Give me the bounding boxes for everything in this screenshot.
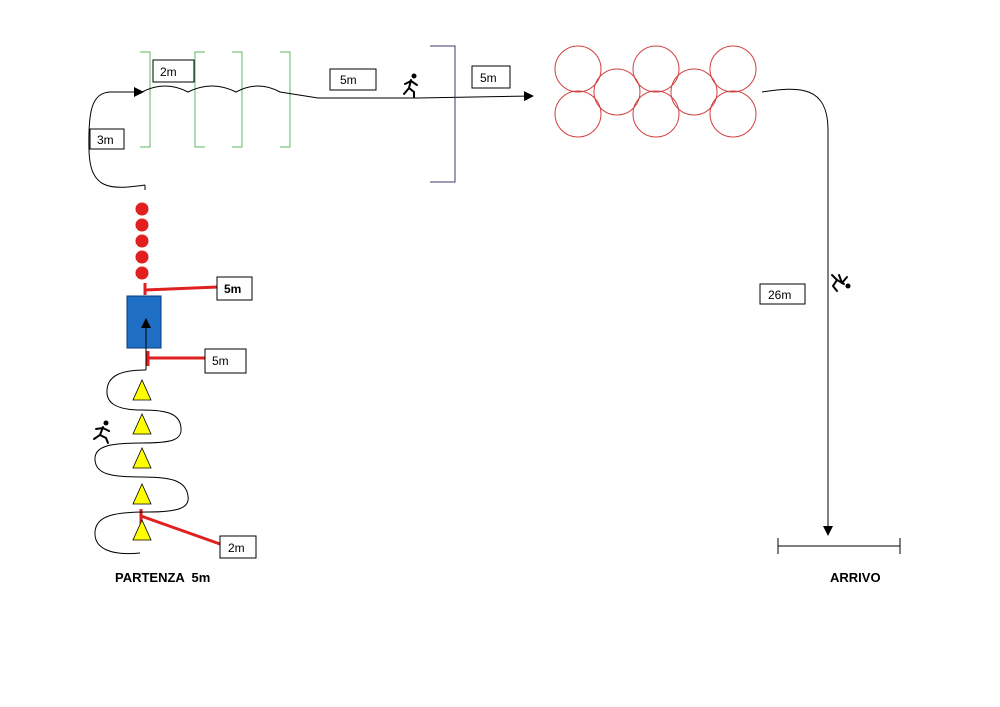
hurdle-4 [280, 51, 291, 148]
gate-bracket [430, 45, 456, 183]
hoop [709, 90, 757, 138]
label-bench-top: 5m [216, 276, 253, 301]
label-top-run-left: 5m [329, 68, 377, 91]
cone [132, 447, 152, 469]
start-caption: PARTENZA 5m [115, 570, 210, 585]
finish-line [777, 538, 901, 554]
hoop [709, 45, 757, 93]
hoop [670, 68, 718, 116]
red-dot [135, 234, 149, 248]
hoops [554, 45, 757, 138]
hoop [554, 90, 602, 138]
label-bench-bottom-text: 5m [212, 354, 229, 368]
finish-caption: ARRIVO [830, 570, 881, 585]
running-person-icon [403, 73, 418, 98]
return-curve-path [88, 87, 146, 188]
cone [132, 483, 152, 505]
running-person-icon [93, 420, 110, 444]
hurdle-1 [140, 51, 151, 148]
label-cones-gap: 2m [219, 535, 257, 559]
label-cones-gap-text: 2m [228, 541, 245, 555]
label-bench-bottom: 5m [204, 348, 247, 374]
red-dot [135, 218, 149, 232]
red-dot [135, 202, 149, 216]
label-return-curve: 3m [89, 128, 125, 150]
label-final-run: 26m [759, 283, 806, 305]
hurdle-3 [232, 51, 243, 148]
final-run-path [761, 88, 833, 536]
hoop [632, 45, 680, 93]
slalom-path [94, 369, 189, 555]
hurdles [140, 51, 291, 148]
bench [126, 295, 162, 349]
label-return-curve-text: 3m [97, 133, 114, 147]
label-final-run-text: 26m [768, 288, 791, 302]
label-hurdle-gap-text: 2m [160, 65, 177, 79]
hoop [632, 90, 680, 138]
label-hurdle-gap: 2m [152, 59, 195, 83]
hurdle-jumps-path [141, 85, 534, 102]
hurdle-2 [194, 51, 205, 148]
red-dot [135, 266, 149, 280]
red-dot [135, 250, 149, 264]
label-top-run-left-text: 5m [340, 73, 357, 87]
cone [132, 379, 152, 401]
cones [132, 379, 152, 541]
red-dots [135, 202, 149, 280]
jumping-person-icon [831, 274, 851, 292]
cone [132, 413, 152, 435]
label-top-run-right: 5m [471, 65, 511, 89]
hoop [554, 45, 602, 93]
label-bench-top-text: 5m [224, 282, 241, 296]
cone [132, 519, 152, 541]
label-top-run-right-text: 5m [480, 71, 497, 85]
hoop [593, 68, 641, 116]
